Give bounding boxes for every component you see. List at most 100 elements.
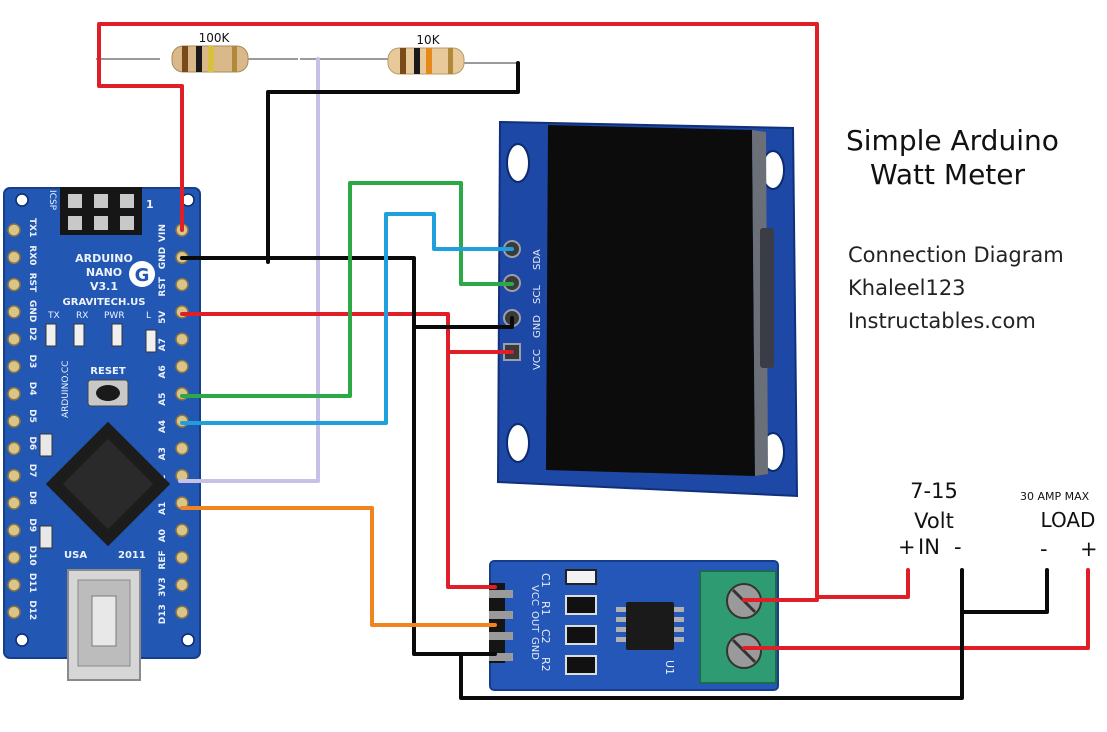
pin-label: A3 [158,447,168,460]
smd-component [565,625,597,645]
part-label: R1 [539,601,552,616]
part-label: C2 [539,629,552,644]
wire-red [446,350,497,589]
pin-label: D6 [27,436,37,450]
pin-hole [7,359,21,374]
sensor-pin-labels: VCC OUT GND [529,585,540,660]
led-label: RX [76,311,88,321]
pin-hole [175,332,189,346]
pin-one-label: 1 [146,198,154,211]
title-line: Watt Meter [870,158,1026,191]
sensor-pin-label: VCC [529,585,540,606]
pin-label: D10 [27,546,37,566]
smd-component [565,595,597,615]
oled-pin-labels: VCC GND SCL SDA [532,249,543,370]
pin-label: A0 [158,529,168,542]
pin-label: RST [158,276,168,296]
pin-hole [7,496,21,510]
part-label: U1 [663,660,676,675]
maker-label: GRAVITECH.US [63,297,146,308]
wire-black [266,61,520,264]
board-name: ARDUINO [75,252,133,265]
pin-label: D3 [27,355,37,369]
pin-hole [175,277,189,292]
pin-label: REF [158,550,168,569]
svg-text:G: G [135,265,150,286]
pin-labels-right: VINGNDRST5VA7A6A5A4A3A2A1A0REF3V3D13 [158,224,168,624]
site-label: ARDUINO.CC [61,361,71,418]
resistor-label: 100K [199,31,231,45]
led-label: L [146,311,151,321]
wire-red [180,312,514,354]
pin-hole [7,387,21,401]
wire-black [960,568,1049,614]
sensor-pin-label: GND [529,637,540,660]
pin-hole [7,332,21,346]
title-block: Simple Arduino Watt Meter [846,124,1076,192]
pin-hole [7,223,21,237]
screw-terminal [699,570,777,684]
load-max: 30 AMP MAX [1020,490,1090,503]
pin-label: D13 [158,604,168,624]
wire-lavender [178,57,320,483]
pin-hole [7,578,21,592]
smd-component [565,655,597,675]
load-minus: - [1040,537,1048,561]
wire-red [742,568,1090,650]
sensor-pin-label: OUT [529,611,540,633]
arduino-nano: ICSP 1 TX1RX0RSTGNDD2D3D4D5D6D7D8D9D10D1… [3,187,201,681]
supply-in: IN [918,535,940,559]
pin-label: D12 [27,600,37,620]
icsp-header [60,187,142,235]
wire-black [412,325,497,656]
pin-label: 5V [158,311,168,324]
oled-pin-label: VCC [532,349,543,370]
pin-hole [175,550,189,565]
wire-black [459,568,964,700]
sensor-chip [616,602,684,650]
pin-label: A5 [158,393,168,406]
pin-label: D8 [27,491,37,505]
led-label: PWR [104,311,125,321]
reset-button [87,379,129,407]
oled-screen [546,125,755,476]
part-label: C1 [539,573,552,588]
oled-module: VCC GND SCL SDA [496,120,799,498]
pin-hole [7,468,21,483]
pin-label: RST [27,273,37,293]
pin-hole [7,441,21,456]
board-name: NANO [86,266,122,279]
info-line: Connection Diagram [848,243,1064,267]
led-label: TX [47,311,60,321]
pin-label: D5 [27,409,37,423]
country-label: USA [64,550,87,561]
supply-labels: 7-15 Volt + IN - [898,479,962,559]
load-label: LOAD [1041,508,1096,532]
led [45,323,57,347]
current-sensor-module: VCC OUT GND C1 R1 C2 R2 U1 [489,560,779,691]
led [73,323,85,347]
resistor-label: 10K [416,33,440,47]
pin-label: VIN [158,224,168,242]
pin-label: D9 [27,518,37,532]
resistor-100k: 100K [96,31,298,73]
smd-component [565,569,597,585]
mount-hole [506,143,530,183]
supply-voltage: 7-15 [910,479,958,503]
pin-label: TX1 [27,218,37,237]
pin-label: GND [27,300,37,322]
pin-label: D7 [27,464,37,478]
title-line: Simple Arduino [846,124,1059,157]
pin-hole [175,305,189,319]
wire-green [180,181,514,398]
supply-minus: - [954,535,962,559]
pin-hole [175,523,189,538]
wires [97,22,1090,700]
wire-blue [180,212,514,425]
pin-column-left [7,223,21,619]
pin-label: RX0 [27,245,37,265]
load-plus: + [1080,537,1098,561]
gravitech-logo: G [129,261,155,287]
led [111,323,123,347]
